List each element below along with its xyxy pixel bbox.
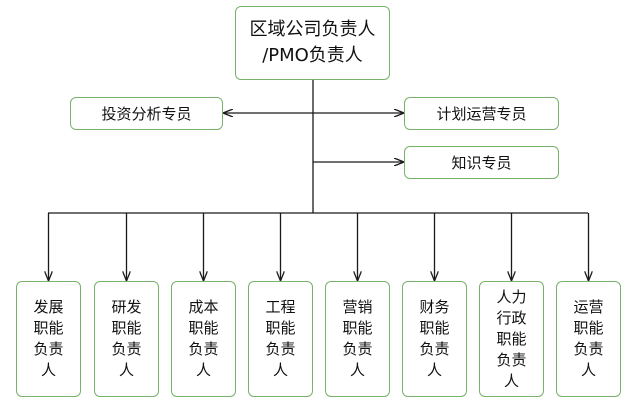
- department-arrows: [49, 213, 589, 280]
- root-node-regional-head: 区域公司负责人 /PMO负责人: [235, 6, 390, 80]
- dept-label-finance: 财务 职能 负责 人: [419, 298, 450, 379]
- node-knowledge-label: 知识专员: [451, 154, 512, 172]
- node-planning-ops-label: 计划运营专员: [436, 105, 527, 123]
- node-investment-analyst-label: 投资分析专员: [101, 105, 192, 123]
- node-investment-analyst: 投资分析专员: [70, 97, 223, 130]
- dept-node-cost: 成本 职能 负责 人: [171, 281, 236, 397]
- dept-label-marketing: 营销 职能 负责 人: [342, 298, 373, 379]
- node-knowledge-specialist: 知识专员: [404, 146, 559, 179]
- dept-label-development: 发展 职能 负责 人: [33, 298, 64, 379]
- dept-node-hr-admin: 人力 行政 职能 负责 人: [479, 281, 544, 397]
- dept-label-cost: 成本 职能 负责 人: [188, 298, 219, 379]
- dept-node-marketing: 营销 职能 负责 人: [325, 281, 390, 397]
- root-node-label: 区域公司负责人 /PMO负责人: [249, 19, 376, 66]
- node-planning-ops-specialist: 计划运营专员: [404, 97, 559, 130]
- dept-node-engineering: 工程 职能 负责 人: [248, 281, 313, 397]
- dept-node-rnd: 研发 职能 负责 人: [94, 281, 159, 397]
- dept-node-operations: 运营 职能 负责 人: [556, 281, 621, 397]
- dept-label-rnd: 研发 职能 负责 人: [111, 298, 142, 379]
- dept-label-operations: 运营 职能 负责 人: [573, 298, 604, 379]
- dept-node-development: 发展 职能 负责 人: [16, 281, 81, 397]
- dept-label-engineering: 工程 职能 负责 人: [265, 298, 296, 379]
- dept-node-finance: 财务 职能 负责 人: [402, 281, 467, 397]
- dept-label-hr-admin: 人力 行政 职能 负责 人: [496, 287, 527, 390]
